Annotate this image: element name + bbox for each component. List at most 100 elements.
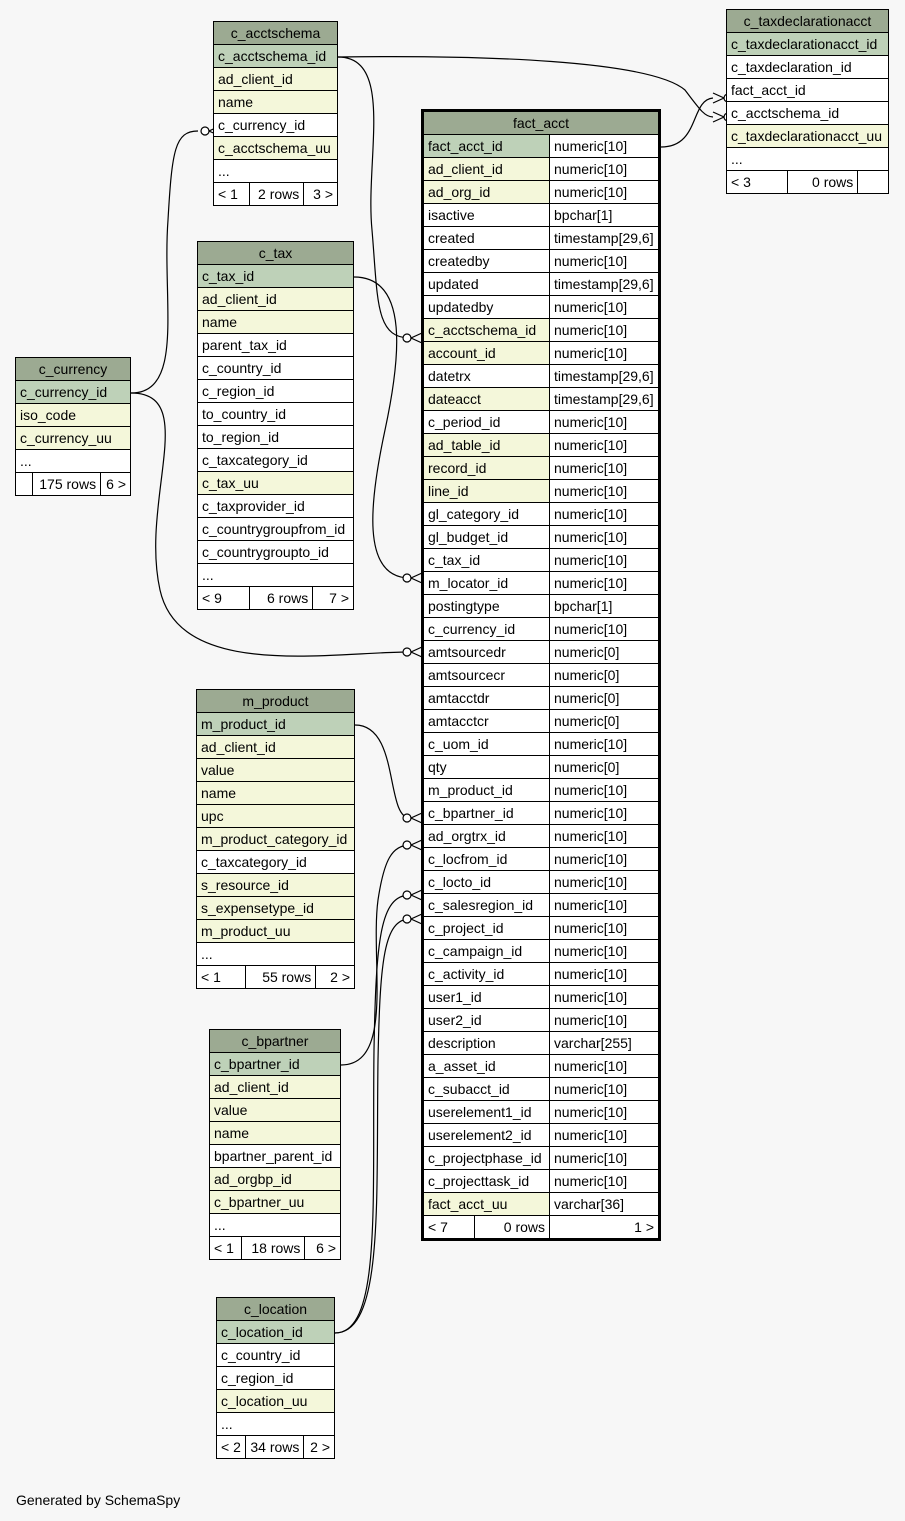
column-name: c_currency_id (15, 380, 131, 404)
table-row: ... (15, 449, 131, 473)
table-row: ad_client_id (196, 735, 355, 759)
column-type: bpchar[1] (549, 203, 660, 227)
column-name: c_acctschema_id (213, 44, 338, 68)
column-name: line_id (422, 479, 550, 503)
optional-marker (402, 813, 412, 823)
column-name: postingtype (422, 594, 550, 618)
column-name: description (422, 1031, 550, 1055)
column-name: c_salesregion_id (422, 893, 550, 917)
column-type: timestamp[29,6] (549, 387, 660, 411)
column-type: numeric[10] (549, 157, 660, 181)
column-name: name (197, 310, 354, 334)
link-product-fact (354, 724, 411, 819)
optional-marker (402, 914, 412, 924)
table-row: ad_orgbp_id (209, 1167, 341, 1191)
column-name: value (196, 758, 355, 782)
column-name: ad_client_id (209, 1075, 341, 1099)
parent-count: < 1 (196, 965, 246, 989)
column-name: m_locator_id (422, 571, 550, 595)
optional-marker (402, 573, 412, 583)
link-acctschema-fact (337, 56, 411, 339)
column-type: numeric[10] (549, 479, 660, 503)
column-name: user1_id (422, 985, 550, 1009)
table-row: name (209, 1121, 341, 1145)
column-type: numeric[10] (549, 1100, 660, 1124)
table-row: ad_client_id (213, 67, 338, 91)
column-type: numeric[10] (549, 433, 660, 457)
column-name: amtacctdr (422, 686, 550, 710)
link-bpartner-fact (340, 844, 411, 1066)
link-currency-acctschema (130, 130, 199, 394)
column-type: numeric[10] (549, 824, 660, 848)
column-name: m_product_uu (196, 919, 355, 943)
column-name: iso_code (15, 403, 131, 427)
column-type: numeric[10] (549, 801, 660, 825)
column-name: c_taxdeclaration_id (726, 55, 889, 79)
column-name: c_locto_id (422, 870, 550, 894)
column-name: updatedby (422, 295, 550, 319)
column-name: s_resource_id (196, 873, 355, 897)
column-name: c_bpartner_id (209, 1052, 341, 1076)
child-count: 1 > (549, 1215, 660, 1240)
column-name: c_campaign_id (422, 939, 550, 963)
column-type: numeric[10] (549, 502, 660, 526)
column-name: ... (209, 1213, 341, 1237)
row-count: 6 rows (248, 586, 314, 610)
column-name: c_country_id (216, 1343, 335, 1367)
link-location-locfrom (334, 894, 411, 1334)
column-type: numeric[10] (549, 341, 660, 365)
table-row: c_location_uu (216, 1389, 335, 1413)
table-title: c_acctschema (213, 21, 338, 45)
column-type: timestamp[29,6] (549, 272, 660, 296)
table-row: c_acctschema_id (213, 44, 338, 68)
column-name: c_taxdeclarationacct_uu (726, 124, 889, 148)
column-type: numeric[0] (549, 640, 660, 664)
column-type: numeric[10] (549, 410, 660, 434)
column-name: c_countrygroupfrom_id (197, 517, 354, 541)
table-row: c_currency_id (15, 380, 131, 404)
column-type: numeric[0] (549, 755, 660, 779)
column-type: numeric[10] (549, 1169, 660, 1193)
column-name: c_acctschema_id (726, 101, 889, 125)
table-row: name (213, 90, 338, 114)
column-type: numeric[10] (549, 617, 660, 641)
optional-marker (200, 126, 210, 136)
table-row: c_taxcategory_id (197, 448, 354, 472)
column-name: ... (15, 449, 131, 473)
table-row: m_product_id (196, 712, 355, 736)
column-name: c_subacct_id (422, 1077, 550, 1101)
table-title: m_product (196, 689, 355, 713)
column-name: c_taxprovider_id (197, 494, 354, 518)
column-name: c_acctschema_uu (213, 136, 338, 160)
column-name: ad_client_id (196, 735, 355, 759)
parent-count: < 1 (213, 182, 250, 206)
column-name: ... (216, 1412, 335, 1436)
